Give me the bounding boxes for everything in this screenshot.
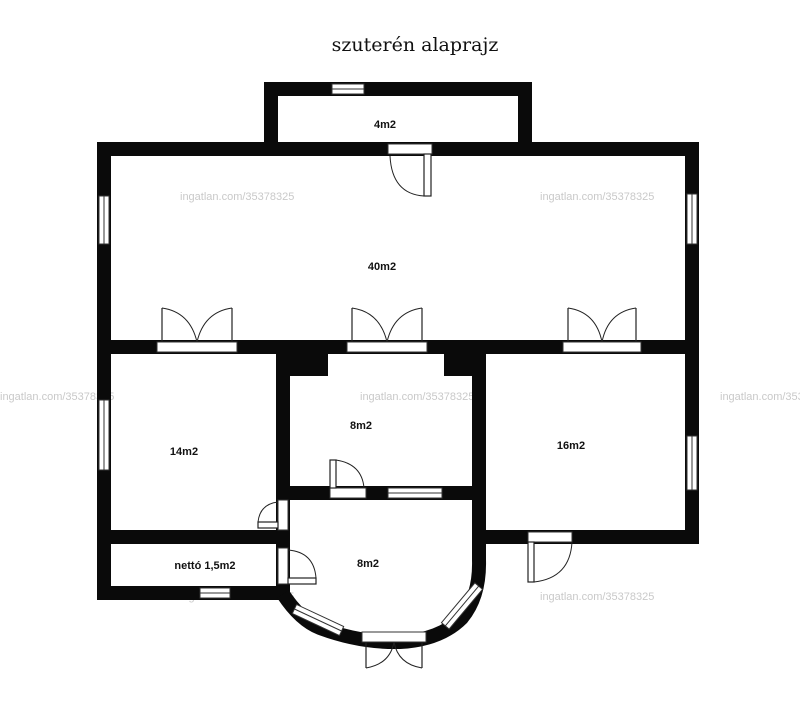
- watermark: ingatlan.com/35378325: [180, 191, 294, 203]
- window: [291, 603, 345, 637]
- window: [98, 195, 110, 245]
- window: [686, 435, 698, 491]
- door: [527, 531, 573, 583]
- watermark: ingatlan.com/35378325: [720, 391, 800, 403]
- window: [686, 193, 698, 245]
- window: [440, 582, 484, 630]
- watermark: ingatlan.com/35378325: [540, 191, 654, 203]
- door: [257, 499, 289, 531]
- plan-title: szuterén alaprajz: [331, 34, 499, 56]
- window: [331, 83, 365, 95]
- room-label-bay: 8m2: [357, 558, 379, 570]
- windows: [98, 83, 698, 637]
- window: [387, 487, 443, 499]
- left-outer-wall: [97, 142, 111, 600]
- room-labels: 4m2 40m2 14m2 8m2 16m2 nettó 1,5m2 8m2: [170, 119, 585, 572]
- watermark: ingatlan.com/35378325: [0, 391, 114, 403]
- wall-under-16: [472, 530, 699, 544]
- door: [387, 143, 433, 197]
- annex-right-wall: [518, 82, 532, 154]
- double-door: [346, 307, 428, 353]
- wall-14-8: [276, 340, 290, 532]
- wall-under-14: [97, 530, 290, 544]
- window: [199, 587, 231, 599]
- window: [98, 399, 110, 471]
- annex-left-wall: [264, 82, 278, 154]
- room-label-center: 8m2: [350, 420, 372, 432]
- watermark: ingatlan.com/35378325: [360, 391, 474, 403]
- door: [329, 459, 367, 499]
- room-label-netto: nettó 1,5m2: [174, 560, 235, 572]
- walls: [97, 82, 699, 650]
- room-label-main: 40m2: [368, 261, 396, 273]
- wall-8-16: [472, 340, 486, 544]
- wall-under-8: [276, 486, 486, 500]
- watermark: ingatlan.com/35378325: [540, 591, 654, 603]
- double-door: [361, 631, 427, 669]
- annex-top-wall: [264, 82, 532, 96]
- room-label-annex: 4m2: [374, 119, 396, 131]
- wall-under-netto: [97, 586, 290, 600]
- room-label-right: 16m2: [557, 440, 585, 452]
- room-label-left: 14m2: [170, 446, 198, 458]
- double-door: [156, 307, 238, 353]
- door: [277, 547, 317, 585]
- double-door: [562, 307, 642, 353]
